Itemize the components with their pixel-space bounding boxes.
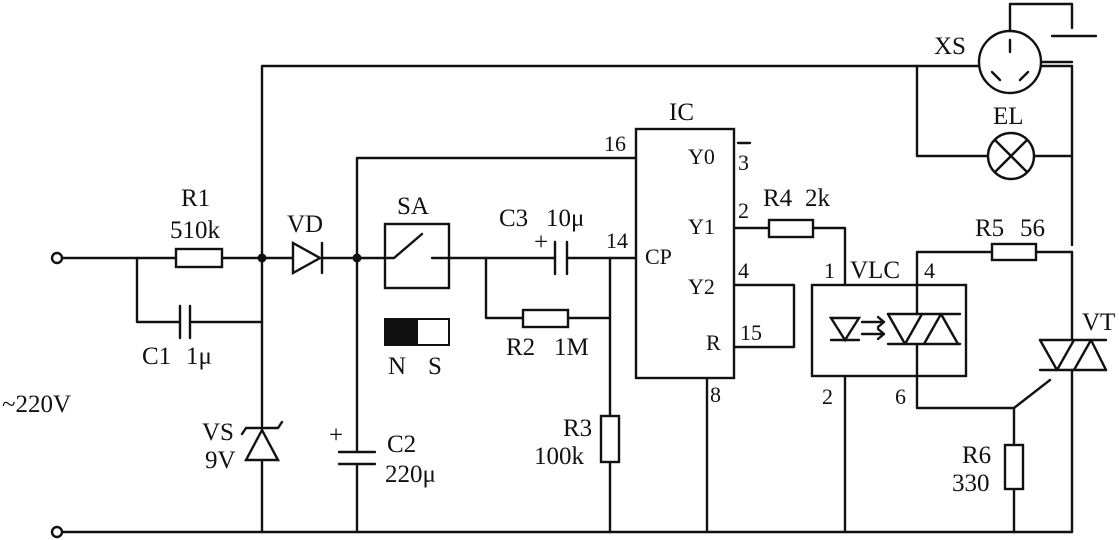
label-c1: C1 bbox=[142, 343, 171, 370]
magnet-icon bbox=[384, 318, 450, 346]
zener-diode-vs bbox=[240, 420, 284, 462]
label-c3-value: 10μ bbox=[546, 205, 584, 232]
label-supply: ~220V bbox=[2, 391, 71, 418]
pin-labels: 16 14 CP 8 Y0 3 Y1 2 Y2 4 R 15 1 2 4 6 bbox=[604, 131, 935, 409]
label-c2-value: 220μ bbox=[385, 461, 436, 488]
pin-y0: Y0 bbox=[688, 144, 715, 169]
pin-y1: Y1 bbox=[688, 214, 715, 239]
label-r6: R6 bbox=[962, 442, 991, 469]
vlc-pin-2: 2 bbox=[822, 384, 833, 409]
wires bbox=[61, 2, 1098, 534]
junctions bbox=[257, 253, 362, 263]
triac-vt bbox=[1038, 338, 1108, 372]
label-vt: VT bbox=[1082, 309, 1115, 336]
resistor-r4 bbox=[767, 218, 815, 239]
label-r3-value: 100k bbox=[534, 443, 585, 470]
label-magnet-n: N bbox=[388, 353, 406, 380]
pin-16: 16 bbox=[604, 131, 626, 156]
vlc-pin-6: 6 bbox=[895, 384, 906, 409]
label-vs: VS bbox=[202, 419, 234, 446]
pin-14: 14 bbox=[606, 228, 628, 253]
reed-switch-sa bbox=[383, 222, 451, 290]
label-r2-value: 1M bbox=[554, 334, 589, 361]
capacitor-c2 bbox=[337, 450, 377, 466]
label-r1-value: 510k bbox=[170, 217, 221, 244]
pin-8: 8 bbox=[710, 382, 721, 407]
label-c3-polarity: + bbox=[534, 229, 548, 256]
resistor-r5 bbox=[990, 242, 1038, 262]
capacitor-c1 bbox=[178, 304, 192, 340]
pin-y2: Y2 bbox=[688, 274, 715, 299]
label-ic: IC bbox=[669, 99, 694, 126]
label-r4: R4 bbox=[763, 185, 793, 212]
resistor-r6 bbox=[1003, 443, 1025, 491]
vlc-pin-1: 1 bbox=[824, 258, 835, 283]
label-c2-polarity: + bbox=[329, 422, 343, 449]
pin-3: 3 bbox=[738, 150, 749, 175]
label-r1: R1 bbox=[181, 185, 210, 212]
lamp-icon bbox=[986, 131, 1036, 181]
optocoupler-vlc bbox=[810, 283, 968, 378]
vlc-pin-4: 4 bbox=[924, 258, 935, 283]
label-c3: C3 bbox=[499, 205, 528, 232]
label-vlc: VLC bbox=[850, 257, 900, 284]
label-sa: SA bbox=[397, 193, 429, 220]
label-xs: XS bbox=[934, 33, 966, 60]
pin-15: 15 bbox=[740, 320, 762, 345]
label-r5-value: 56 bbox=[1020, 215, 1045, 242]
label-magnet-s: S bbox=[428, 353, 442, 380]
ic-chip bbox=[634, 127, 736, 380]
pin-2: 2 bbox=[738, 198, 749, 223]
label-c2: C2 bbox=[387, 431, 416, 458]
label-c1-value: 1μ bbox=[186, 343, 212, 370]
label-r4-value: 2k bbox=[805, 185, 831, 212]
pin-cp: CP bbox=[645, 244, 672, 269]
label-vs-value: 9V bbox=[205, 447, 236, 474]
pin-r: R bbox=[706, 330, 721, 355]
label-el: EL bbox=[993, 103, 1024, 130]
label-r5: R5 bbox=[975, 215, 1004, 242]
resistor-r1 bbox=[174, 247, 224, 269]
resistor-r3 bbox=[599, 414, 621, 464]
label-vd: VD bbox=[287, 211, 323, 238]
label-r2: R2 bbox=[506, 334, 535, 361]
pin-4: 4 bbox=[738, 258, 749, 283]
socket-icon bbox=[977, 29, 1074, 95]
resistor-r2 bbox=[521, 308, 570, 329]
capacitor-c3 bbox=[553, 240, 569, 276]
label-r3: R3 bbox=[563, 415, 592, 442]
diode-vd bbox=[291, 240, 324, 276]
label-r6-value: 330 bbox=[952, 470, 990, 497]
labels: ~220V R1 510k C1 1μ VD VS 9V + C2 220μ S… bbox=[2, 33, 1115, 497]
input-terminals bbox=[50, 251, 64, 539]
